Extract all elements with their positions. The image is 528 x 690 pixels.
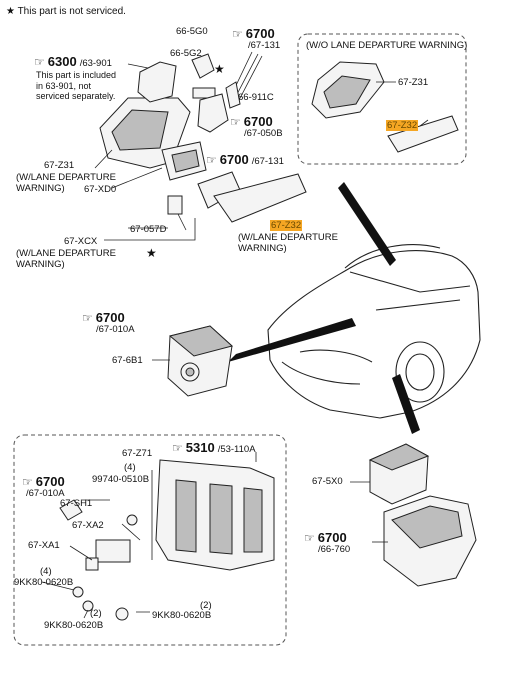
header-note: ★ This part is not serviced. <box>6 6 126 17</box>
part-67-xa2: 67-XA2 <box>72 520 104 531</box>
part-67-6b1: 67-6B1 <box>112 355 143 366</box>
z32-mid-note-1: (W/LANE DEPARTURE <box>238 232 338 243</box>
leader <box>111 167 163 189</box>
ref-sub: /53-110A <box>217 444 256 455</box>
part-67-sh1: 67-SH1 <box>60 498 93 509</box>
part-66-5g2: 66-5G2 <box>170 48 202 59</box>
star-icon: ★ <box>214 62 225 76</box>
pointer-arrow <box>338 182 396 266</box>
note-line: in 63-901, not <box>36 80 92 91</box>
part-9kk80-c: 9KK80-0620B <box>152 610 212 621</box>
ref-number: 6700 <box>219 152 249 167</box>
ref-sub: /67-131 <box>251 156 284 167</box>
star-icon: ★ <box>6 6 15 17</box>
leader <box>104 218 196 241</box>
xcx-note-2: WARNING) <box>16 259 65 270</box>
radiator-support-box <box>13 434 287 646</box>
ref-number: 6700 <box>35 474 65 489</box>
part-67-xd0: 67-XD0 <box>84 184 117 195</box>
ref-5310-53-110a[interactable]: ☞ 5310 /53-110A <box>172 440 256 455</box>
z32-mid-note-2: WARNING) <box>238 243 287 254</box>
pointer-arrow <box>392 374 420 434</box>
part-67-z71: 67-Z71 <box>122 448 153 459</box>
part-67-z32-right: 67-Z32 <box>386 120 419 131</box>
part-99740-0510b: 99740-0510B <box>92 474 150 485</box>
ref-sub-66-760: /66-760 <box>318 544 351 555</box>
ref-6700-66-760[interactable]: ☞ 6700 <box>304 530 347 545</box>
ref-number: 6700 <box>317 530 347 545</box>
ref-sub-67-131: /67-131 <box>248 40 281 51</box>
qty-4-b: (4) <box>40 566 52 577</box>
ref-number: 5310 <box>185 440 215 455</box>
hand-pointer-icon: ☞ <box>230 115 241 129</box>
radiator-support <box>151 452 275 571</box>
note-line: This part is included <box>36 70 117 80</box>
sensor-parts <box>191 51 263 133</box>
wo-box-title: (W/O LANE DEPARTURE WARNING) <box>306 40 468 51</box>
ref-6700-67-131-a[interactable]: ☞ 6700 <box>232 26 275 41</box>
qty-4-a: (4) <box>124 462 136 473</box>
ref-6700-67-010a-a[interactable]: ☞ 6700 <box>82 310 125 325</box>
hand-pointer-icon: ☞ <box>232 27 243 41</box>
part-9kk80-a: 9KK80-0620B <box>14 577 74 588</box>
part-67-xa1: 67-XA1 <box>28 540 60 551</box>
fasteners <box>41 499 150 621</box>
part-9kk80-b: 9KK80-0620B <box>44 620 104 631</box>
part-67-5x0: 67-5X0 <box>312 476 343 487</box>
leader <box>419 119 429 127</box>
module-5x0 <box>350 443 477 587</box>
ref-6700-67-050b[interactable]: ☞ 6700 <box>230 114 273 129</box>
qty-2-a: (2) <box>90 608 102 619</box>
z31-left-note-1: (W/LANE DEPARTURE <box>16 172 116 183</box>
ref-6300-63-901[interactable]: ☞ 6300 /63-901 <box>34 54 112 69</box>
leader <box>94 149 113 169</box>
part-67-z32-mid: 67-Z32 <box>270 220 303 231</box>
hand-pointer-icon: ☞ <box>34 55 45 69</box>
car-outline <box>267 244 481 419</box>
ref-number: 6700 <box>243 114 273 129</box>
ref-6700-67-010a-b[interactable]: ☞ 6700 <box>22 474 65 489</box>
ref-number: 6700 <box>245 26 275 41</box>
wo-box-parts <box>311 61 459 153</box>
part-67-z31-right: 67-Z31 <box>398 77 429 88</box>
ref-number: 6300 <box>47 54 77 69</box>
hand-pointer-icon: ☞ <box>206 153 217 167</box>
pointer-arrow <box>228 318 356 362</box>
part-67-z31-left: 67-Z31 <box>44 160 75 171</box>
xcx-note-1: (W/LANE DEPARTURE <box>16 248 116 259</box>
cover-z32-mid <box>197 171 307 223</box>
hand-pointer-icon: ☞ <box>22 475 33 489</box>
connector-057d <box>167 195 183 215</box>
ref-sub-67-010a: /67-010A <box>96 324 135 335</box>
ref-sub: /63-901 <box>79 58 112 69</box>
part-67-xcx: 67-XCX <box>64 236 98 247</box>
bracket-xd0-inner <box>171 149 200 173</box>
note-line: serviced separately. <box>36 91 116 101</box>
hand-pointer-icon: ☞ <box>82 311 93 325</box>
ref-sub-67-010a-b: /67-010A <box>26 488 65 499</box>
leader <box>127 63 149 69</box>
leader <box>177 213 187 231</box>
hand-pointer-icon: ☞ <box>304 531 315 545</box>
part-66-911c: 66-911C <box>238 92 274 103</box>
ref-sub-67-050b: /67-050B <box>244 128 283 139</box>
module-6b1 <box>152 325 234 397</box>
hand-pointer-icon: ☞ <box>172 441 183 455</box>
not-serviced-note: This part is not serviced. <box>17 6 126 17</box>
z31-left-note-2: WARNING) <box>16 183 65 194</box>
wo-lane-departure-box <box>297 33 467 165</box>
part-66-5g0: 66-5G0 <box>176 26 208 37</box>
star-icon: ★ <box>146 246 157 260</box>
ref-6300-note: This part is included in 63-901, not ser… <box>36 70 116 102</box>
ref-number: 6700 <box>95 310 125 325</box>
part-67-057d: 67-057D <box>130 224 167 235</box>
ref-6700-67-131-b[interactable]: ☞ 6700 /67-131 <box>206 152 284 167</box>
qty-2-b: (2) <box>200 600 212 611</box>
